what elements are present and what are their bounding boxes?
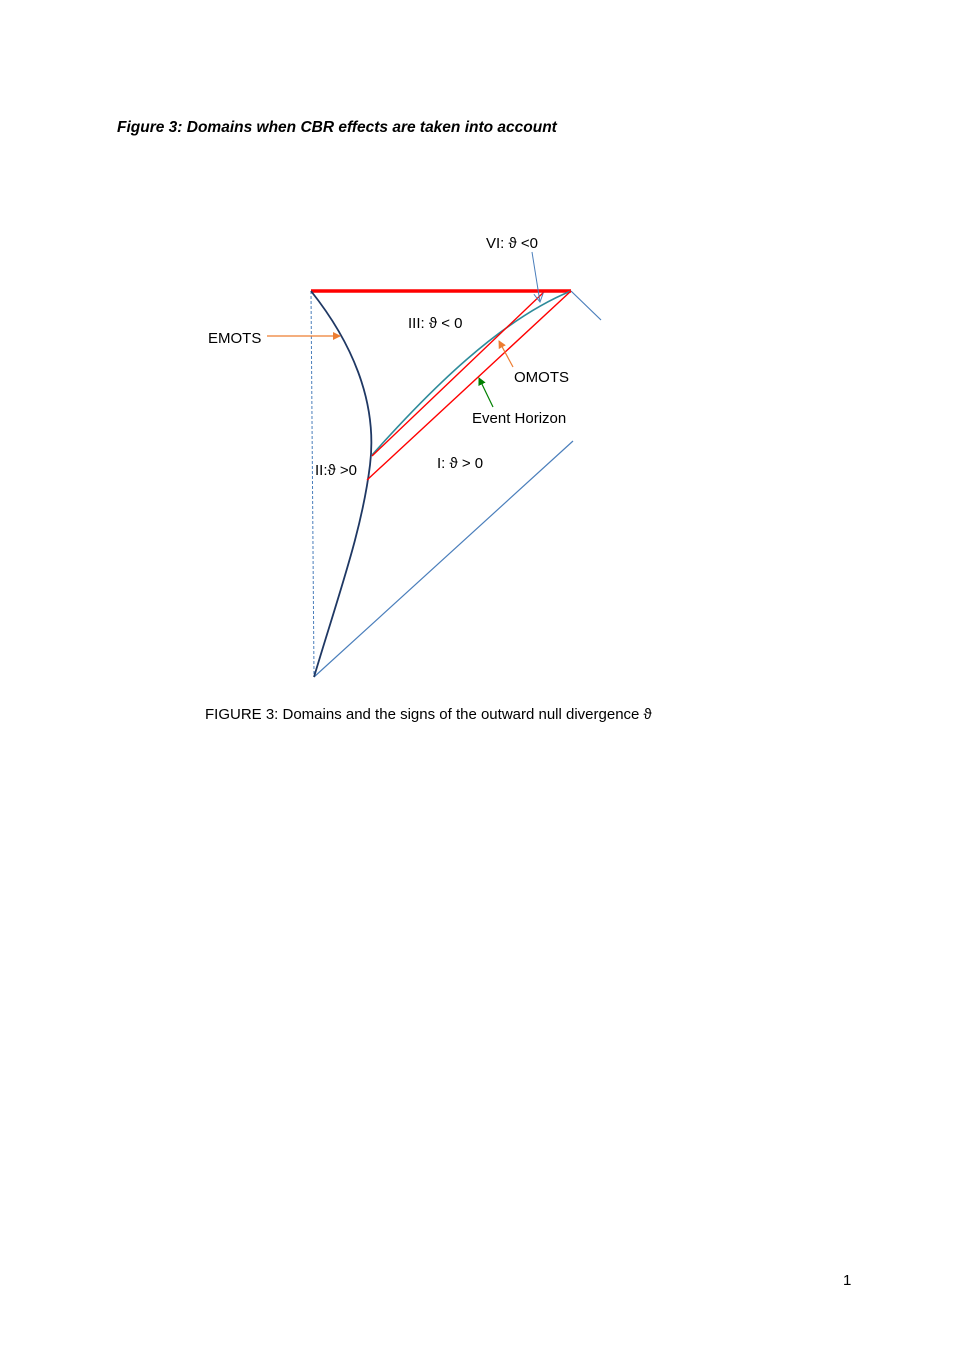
figure-heading: Figure 3: Domains when CBR effects are t…: [117, 119, 557, 136]
label-emots: EMOTS: [208, 330, 261, 347]
figure-caption: FIGURE 3: Domains and the signs of the o…: [205, 706, 652, 723]
past-null-boundary: [313, 440, 574, 678]
page-number: 1: [843, 1272, 852, 1289]
omots-arrow: [498, 340, 514, 368]
region-vi-pointer: [531, 251, 540, 302]
red-null-line-upper: [371, 290, 546, 457]
label-region-iii: III: ϑ < 0: [408, 315, 462, 332]
event-horizon-line: [366, 290, 572, 481]
event-horizon-arrow: [478, 377, 494, 408]
emots-curve: [310, 290, 373, 678]
label-omots: OMOTS: [514, 369, 569, 386]
label-region-i: I: ϑ > 0: [437, 455, 483, 472]
label-event-horizon: Event Horizon: [472, 410, 566, 427]
label-region-ii: II:ϑ >0: [315, 462, 357, 479]
future-null-boundary: [570, 290, 602, 321]
label-region-vi: VI: ϑ <0: [486, 235, 538, 252]
axis-dashed-line: [310, 290, 315, 678]
omots-curve: [371, 290, 572, 456]
